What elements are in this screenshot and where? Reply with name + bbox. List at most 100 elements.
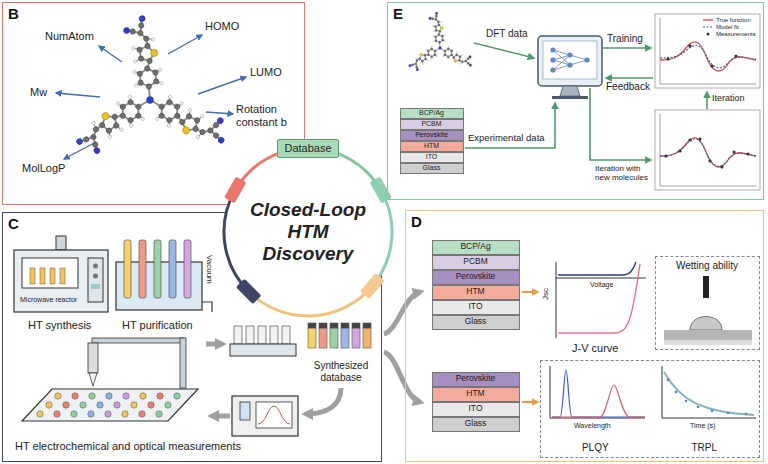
axis-label: Wavelength: [574, 422, 611, 430]
label-holder: Vacuum: [205, 255, 214, 284]
fit-chart: [655, 14, 760, 88]
part-label: Vacuum: [205, 255, 214, 284]
property-label: Rotation constant b: [236, 103, 298, 128]
axis-label: Time (s): [690, 422, 715, 430]
device-layer: Glass: [432, 315, 520, 330]
device-layer: Glass: [432, 417, 520, 432]
property-label: HOMO: [205, 20, 239, 33]
molecule-b: [69, 14, 233, 160]
layer-label: PCBM: [463, 257, 488, 266]
chart-title: PLQY: [582, 442, 609, 454]
sample-vials: [308, 323, 371, 348]
step-label: HT purification: [122, 319, 193, 332]
jv-chart: [556, 262, 646, 338]
label-holder: Synthesized database: [302, 360, 380, 383]
dashed-box: PLQY TRPL: [540, 360, 760, 458]
label-holder: Mw: [30, 86, 47, 99]
panel-letter: B: [8, 5, 299, 22]
device-layer: Glass: [400, 163, 464, 174]
legend-text: Model fit: [716, 24, 739, 31]
label-holder: HT purification: [122, 319, 193, 332]
layer-label: HTM: [466, 287, 484, 296]
legend-holder: Model fit: [716, 24, 739, 31]
layer-label: Perovskite: [456, 374, 496, 383]
label-holder: Iteration with new molecules: [595, 164, 653, 182]
arrow-label: DFT data: [486, 28, 528, 40]
layer-label: ITO: [426, 153, 438, 161]
layer-label: Perovskite: [415, 131, 448, 139]
property-label: MolLogP: [22, 162, 65, 175]
fit-chart: [655, 110, 760, 190]
probe-arrows: [522, 292, 538, 402]
label-holder: Wavelength: [574, 422, 611, 430]
filter-plate: [230, 326, 296, 356]
panel-letter: E: [393, 5, 758, 22]
arrow-label: Iteration with new molecules: [595, 164, 653, 182]
device-layer: ITO: [432, 402, 520, 417]
label-holder: HOMO: [205, 20, 239, 33]
microwave-reactor: [14, 236, 108, 312]
label-holder: J-V curve: [572, 342, 618, 355]
panel-frame: E BCP/AgPCBM PerovskiteHTM ITO Glass: [387, 2, 764, 200]
layer-label: HTM: [424, 142, 439, 150]
label-holder: Time (s): [690, 422, 715, 430]
part-label: Microwave reactor: [20, 296, 77, 304]
label-holder: LUMO: [250, 66, 282, 79]
legend-text: True function: [716, 17, 751, 24]
tab-label: Database: [284, 142, 331, 155]
label-holder: HT electrochemical and optical measureme…: [15, 440, 241, 453]
device-layer: PCBM: [400, 119, 464, 130]
property-label: Mw: [30, 86, 47, 99]
layer-label: BCP/Ag: [419, 109, 444, 117]
label-holder: Jsc: [541, 288, 550, 300]
arrow-label: Iteration: [712, 93, 745, 103]
measurement-plate: [22, 338, 198, 421]
label-holder: DFT data: [486, 28, 528, 40]
layer-label: Glass: [465, 419, 487, 428]
legend-text: Measurements: [716, 31, 756, 38]
label-holder: NumAtom: [45, 30, 94, 43]
layer-label: Glass: [423, 164, 441, 172]
dashed-box: Wetting ability: [655, 256, 760, 350]
layer-label: Glass: [465, 317, 487, 326]
descriptor-arrows: [56, 35, 246, 159]
layer-label: ITO: [468, 302, 482, 311]
legend-holder: True function: [716, 17, 751, 24]
chart-title: TRPL: [692, 442, 718, 454]
step-label: HT electrochemical and optical measureme…: [15, 440, 241, 453]
label-holder: Training: [607, 33, 643, 45]
plqy-chart: [550, 366, 645, 418]
device-layer: BCP/Ag: [400, 108, 464, 119]
device-layer: PCBM: [432, 255, 520, 270]
label-holder: Voltage: [590, 281, 613, 289]
panel-letter: D: [411, 213, 758, 230]
droplet-image: [664, 276, 752, 345]
device-layer: Perovskite: [432, 270, 520, 285]
layer-label: PCBM: [421, 120, 441, 128]
label-holder: Feedback: [606, 81, 650, 93]
arrow-label: Feedback: [606, 81, 650, 93]
axis-label: Jsc: [541, 288, 550, 300]
trpl-chart: [662, 366, 756, 418]
label-holder: Experimental data: [468, 133, 545, 144]
device-layer: ITO: [432, 300, 520, 315]
device-layer: HTM: [400, 141, 464, 152]
property-label: LUMO: [250, 66, 282, 79]
label-holder: Microwave reactor: [20, 296, 77, 304]
chart-title: Wetting ability: [676, 260, 738, 272]
database-tab: Database: [277, 139, 339, 158]
label-holder: Iteration: [712, 93, 745, 103]
device-layer: ITO: [400, 152, 464, 163]
device-layer: HTM: [432, 387, 520, 402]
arrow-label: Experimental data: [468, 133, 545, 144]
step-label: Synthesized database: [302, 360, 380, 383]
layer-label: BCP/Ag: [460, 242, 490, 251]
property-label: NumAtom: [45, 30, 94, 43]
step-label: HT synthesis: [28, 319, 91, 332]
layer-label: HTM: [466, 389, 484, 398]
device-layer: Perovskite: [400, 130, 464, 141]
legend-holder: Measurements: [716, 31, 756, 38]
purification-rack: [116, 240, 212, 312]
device-layer: HTM: [432, 285, 520, 300]
layer-label: ITO: [468, 404, 482, 413]
